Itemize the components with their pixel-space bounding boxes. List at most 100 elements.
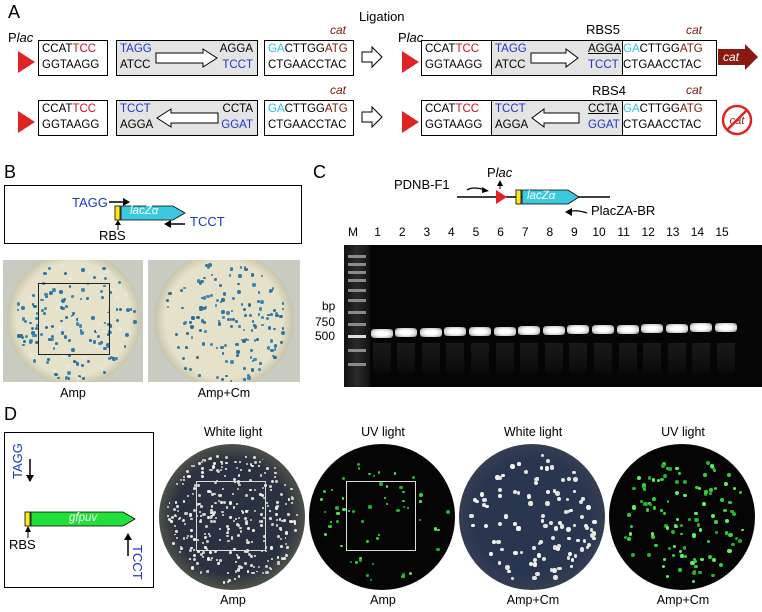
colony-dot	[252, 283, 256, 287]
colony-dot	[211, 465, 216, 469]
colony-dot	[56, 328, 60, 333]
colony-dot	[174, 524, 177, 527]
marker-500-label: 500	[315, 329, 336, 343]
colony-dot	[228, 579, 232, 583]
colony-dot	[82, 355, 86, 360]
colony-dot	[190, 325, 194, 330]
colony-dot	[189, 321, 192, 324]
colony-dot	[249, 518, 252, 521]
colony-dot	[254, 510, 257, 513]
colony-dot	[223, 292, 227, 296]
colony-dot	[282, 307, 285, 310]
lane-label: 6	[497, 225, 504, 239]
colony-dot	[236, 353, 240, 357]
colony-dot	[703, 473, 707, 477]
ligation-label: Ligation	[359, 9, 405, 24]
colony-dot	[273, 308, 277, 312]
colony-dot	[274, 506, 279, 510]
colony-dot	[728, 501, 732, 505]
colony-dot	[446, 510, 450, 514]
colony-dot	[232, 493, 235, 496]
colony-dot	[741, 528, 745, 532]
colony-dot	[174, 501, 178, 504]
colony-dot	[203, 459, 207, 462]
colony-dot	[236, 467, 239, 470]
colony-dot	[79, 329, 83, 332]
colony-dot	[291, 496, 294, 499]
colony-dot	[87, 360, 91, 364]
colony-dot	[103, 284, 107, 288]
colony-dot	[35, 324, 39, 327]
colony-dot	[81, 288, 85, 292]
colony-dot	[48, 290, 53, 295]
colony-dot	[81, 268, 85, 272]
colony-dot	[201, 541, 205, 544]
colony-dot	[253, 357, 257, 361]
colony-dot	[64, 376, 69, 380]
colony-dot	[35, 340, 39, 345]
colony-dot	[385, 485, 389, 488]
colony-dot	[236, 350, 240, 355]
colony-dot	[83, 269, 87, 273]
colony-dot	[293, 522, 297, 525]
colony-dot	[41, 308, 44, 312]
colony-dot	[71, 312, 75, 315]
colony-dot	[251, 529, 255, 532]
colony-dot	[287, 498, 291, 501]
colony-dot	[586, 542, 592, 548]
colony-dot	[106, 343, 110, 348]
colony-dot	[229, 324, 234, 329]
colony-dot	[190, 546, 193, 550]
colony-dot	[695, 485, 699, 490]
colony-dot	[371, 562, 375, 566]
colony-dot	[55, 306, 59, 310]
colony-dot	[238, 516, 241, 519]
colony-dot	[739, 491, 743, 495]
colony-dot	[204, 546, 207, 549]
colony-dot	[236, 568, 241, 572]
colony-dot	[167, 515, 170, 518]
panel-label-d: D	[4, 404, 17, 424]
colony-dot	[242, 328, 246, 332]
colony-dot	[260, 300, 264, 305]
colony-dot	[176, 346, 180, 350]
colony-dot	[651, 478, 656, 482]
colony-dot	[227, 529, 230, 532]
colony-dot	[402, 505, 406, 509]
colony-dot	[247, 303, 252, 308]
colony-dot	[251, 497, 254, 501]
colony-dot	[549, 465, 555, 470]
colony-dot	[214, 481, 217, 485]
colony-dot	[82, 376, 86, 380]
colony-dot	[293, 528, 298, 532]
colony-dot	[48, 337, 53, 342]
colony-dot	[208, 468, 211, 471]
colony-dot	[274, 475, 277, 479]
colony-dot	[78, 324, 83, 328]
lane-label: 10	[592, 225, 606, 239]
colony-dot	[670, 530, 675, 535]
colony-dot	[260, 494, 264, 498]
colony-dot	[219, 538, 222, 541]
colony-dot	[566, 536, 571, 541]
colony-dot	[175, 530, 178, 533]
lane-label: 15	[715, 225, 729, 239]
colony-dot	[197, 484, 201, 488]
colony-dot	[279, 341, 284, 345]
cat-expression-arrow-icon: cat	[718, 44, 758, 70]
colony-dot	[245, 538, 248, 541]
colony-dot	[54, 342, 58, 345]
colony-dot	[402, 490, 405, 494]
ladder-band	[348, 349, 366, 352]
colony-dot	[654, 543, 658, 548]
colony-dot	[32, 293, 36, 298]
colony-dot	[532, 575, 537, 581]
colony-dot	[216, 454, 220, 458]
colony-dot	[203, 321, 207, 325]
colony-dot	[68, 285, 72, 288]
colony-dot	[61, 306, 65, 310]
colony-dot	[249, 563, 253, 567]
colony-dot	[250, 572, 253, 575]
colony-dot	[624, 535, 628, 540]
